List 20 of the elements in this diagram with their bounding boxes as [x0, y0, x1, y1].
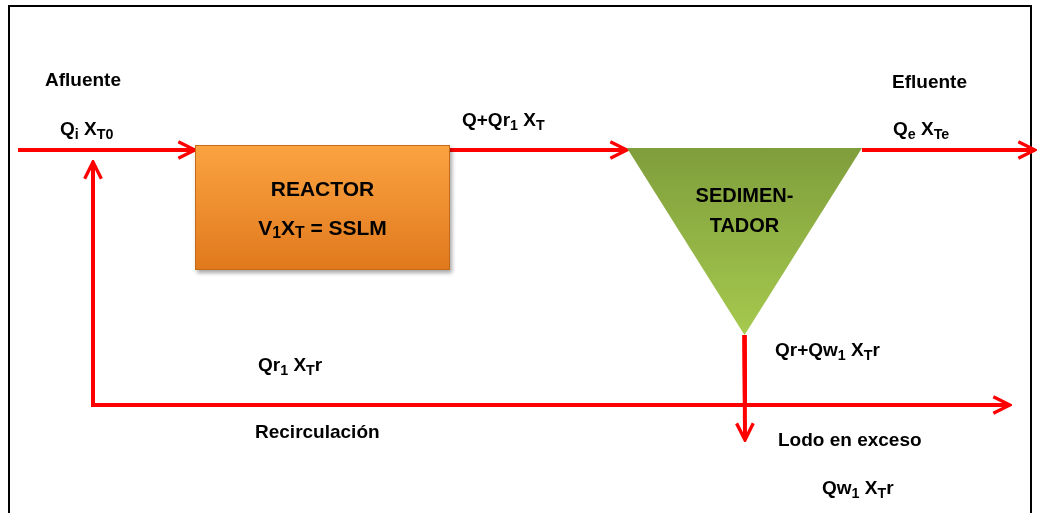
flow-arrow — [862, 140, 1037, 160]
flow-arrow — [734, 335, 755, 442]
flow-label: Q+Qr$_{1}$ X$_{T}$ — [462, 108, 545, 132]
flow-label: Qr+Qw$_{1}$ X$_{T}$r — [775, 338, 880, 362]
flow-label: Lodo en exceso — [778, 428, 922, 452]
flow-arrow — [450, 140, 629, 160]
flow-label: Q$_{e}$ X$_{Te}$ — [893, 117, 950, 141]
settler-triangle — [627, 148, 862, 335]
flow-arrow — [18, 140, 197, 160]
flow-label: Qw$_{1}$ X$_{T}$r — [822, 476, 894, 500]
flow-arrow — [742, 335, 1012, 415]
node-label: V$_{1}$X$_{T}$ = SSLM — [258, 216, 387, 238]
flow-label: Afluente — [45, 68, 121, 92]
flow-label: Efluente — [892, 70, 967, 94]
flow-label: Qr$_{1}$ X$_{T}$r — [258, 353, 323, 377]
reactor-box — [195, 145, 450, 270]
node-label: REACTOR — [270, 177, 375, 199]
flow-label: Q$_{i}$ X$_{T0}$ — [60, 117, 114, 141]
node-label: SEDIMEN-TADOR — [694, 183, 795, 238]
flow-label: Recirculación — [255, 420, 380, 444]
